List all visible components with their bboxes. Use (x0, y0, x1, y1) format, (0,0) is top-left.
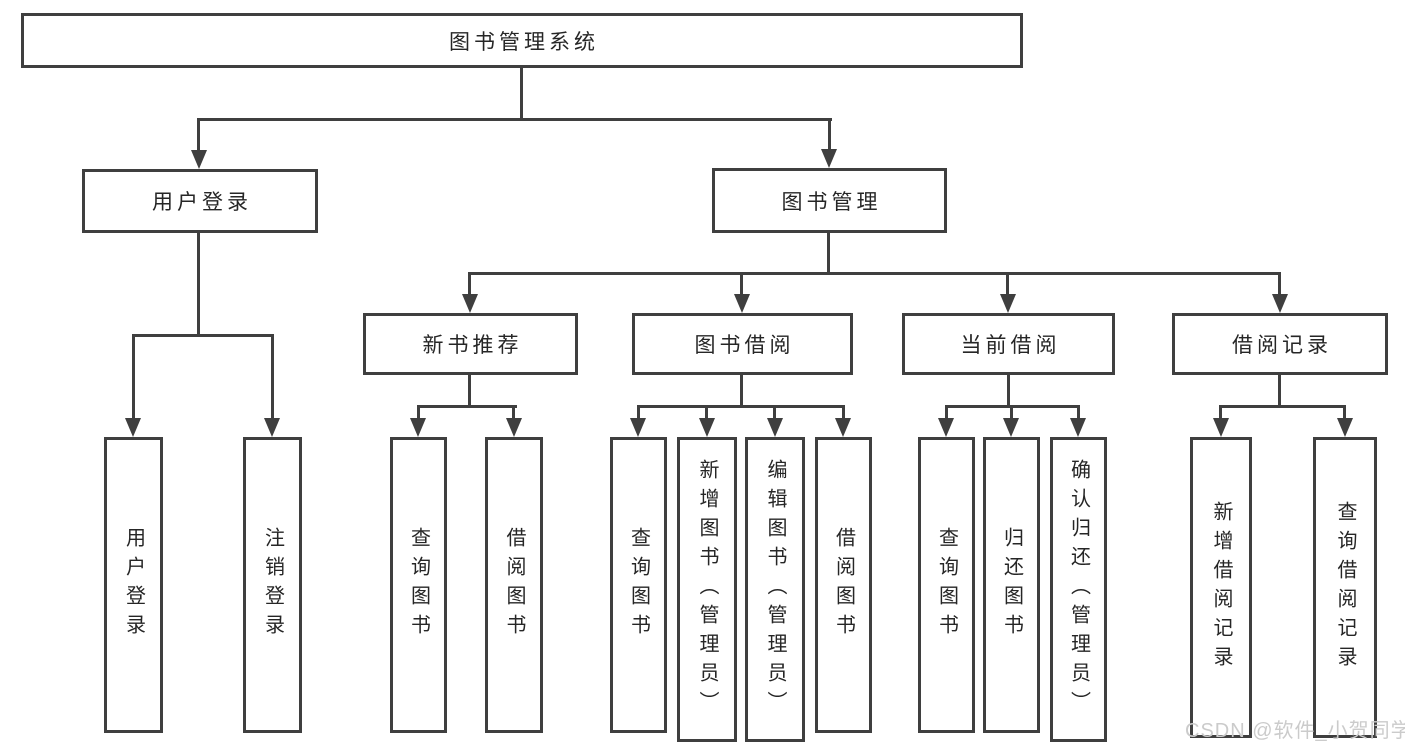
leaf-return-book: 归还图书 (983, 437, 1040, 733)
connector-line (637, 405, 845, 408)
arrowhead-icon (1213, 418, 1229, 437)
arrowhead-icon (1070, 418, 1086, 437)
arrowhead-icon (1000, 294, 1016, 313)
leaf-current-query-book: 查询图书 (918, 437, 975, 733)
connector-line (132, 334, 135, 424)
connector-line (637, 405, 640, 423)
connector-line (1343, 405, 1346, 423)
arrowhead-icon (699, 418, 715, 437)
leaf-add-borrow-record: 新增借阅记录 (1190, 437, 1252, 738)
arrowhead-icon (630, 418, 646, 437)
connector-line (1077, 405, 1080, 423)
connector-line (417, 405, 517, 408)
connector-line (827, 233, 830, 274)
leaf-recommend-borrow-book: 借阅图书 (485, 437, 543, 733)
connector-line (468, 272, 1281, 275)
connector-line (828, 118, 831, 155)
connector-line (1010, 405, 1013, 423)
leaf-logout: 注销登录 (243, 437, 302, 733)
connector-line (197, 118, 200, 156)
connector-line (197, 118, 832, 121)
connector-line (1219, 405, 1346, 408)
leaf-recommend-query-book: 查询图书 (390, 437, 447, 733)
leaf-confirm-return-admin: 确认归还（管理员） (1050, 437, 1107, 742)
arrowhead-icon (506, 418, 522, 437)
connector-line (740, 375, 743, 408)
connector-line (468, 375, 471, 408)
leaf-add-book-admin: 新增图书（管理员） (677, 437, 737, 742)
connector-line (1278, 375, 1281, 408)
leaf-edit-book-admin: 编辑图书（管理员） (745, 437, 805, 742)
connector-line (197, 233, 200, 337)
connector-line (740, 272, 743, 298)
arrowhead-icon (1337, 418, 1353, 437)
arrowhead-icon (462, 294, 478, 313)
connector-line (468, 272, 471, 298)
connector-line (132, 334, 274, 337)
connector-line (773, 405, 776, 423)
arrowhead-icon (191, 150, 207, 169)
connector-line (1006, 272, 1009, 298)
connector-line (271, 334, 274, 424)
node-book-management: 图书管理 (712, 168, 947, 233)
connector-line (842, 405, 845, 423)
node-user-login: 用户登录 (82, 169, 318, 233)
arrowhead-icon (767, 418, 783, 437)
connector-line (705, 405, 708, 423)
connector-line (512, 405, 515, 423)
arrowhead-icon (1272, 294, 1288, 313)
connector-line (1278, 272, 1281, 298)
arrowhead-icon (938, 418, 954, 437)
connector-line (417, 405, 420, 423)
arrowhead-icon (264, 418, 280, 437)
arrowhead-icon (734, 294, 750, 313)
node-borrow-records: 借阅记录 (1172, 313, 1388, 375)
node-book-borrow: 图书借阅 (632, 313, 853, 375)
leaf-user-login: 用户登录 (104, 437, 163, 733)
leaf-borrow-book: 借阅图书 (815, 437, 872, 733)
node-current-borrow: 当前借阅 (902, 313, 1115, 375)
connector-line (520, 68, 523, 120)
node-root-system: 图书管理系统 (21, 13, 1023, 68)
connector-line (1007, 375, 1010, 408)
arrowhead-icon (835, 418, 851, 437)
node-new-book-recommend: 新书推荐 (363, 313, 578, 375)
connector-line (945, 405, 948, 423)
arrowhead-icon (125, 418, 141, 437)
arrowhead-icon (410, 418, 426, 437)
leaf-borrow-query-book: 查询图书 (610, 437, 667, 733)
csdn-watermark: CSDN @软件_小贺同学 (1185, 720, 1405, 742)
arrowhead-icon (1003, 418, 1019, 437)
connector-line (1219, 405, 1222, 423)
leaf-query-borrow-record: 查询借阅记录 (1313, 437, 1377, 738)
arrowhead-icon (821, 149, 837, 168)
